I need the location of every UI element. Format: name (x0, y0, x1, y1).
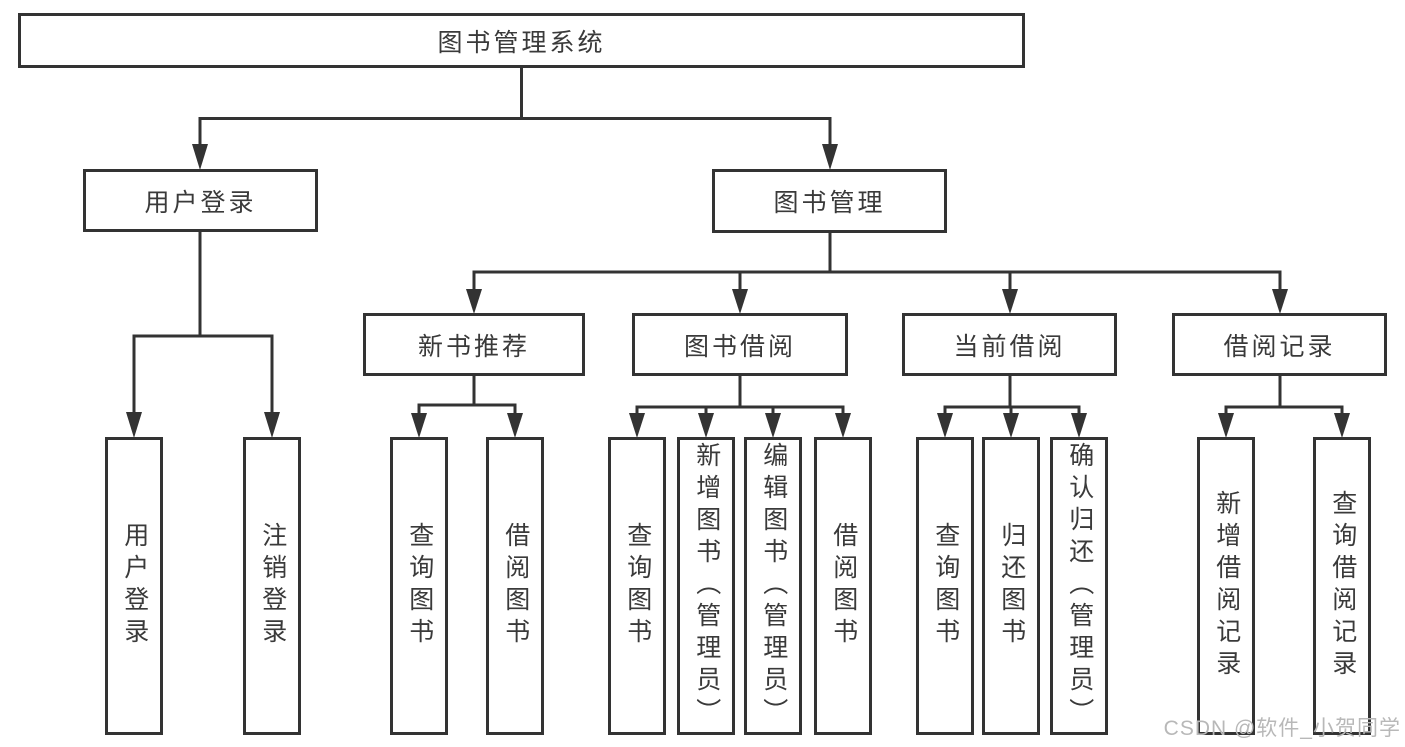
node-user-login-label: 用户登录 (144, 188, 257, 217)
leaf-edit-books-admin: 编辑图书（管理员） (744, 437, 802, 735)
node-new-book-recommendation-label: 新书推荐 (417, 332, 530, 361)
leaf-add-borrow-record: 新增借阅记录 (1197, 437, 1255, 735)
node-book-management: 图书管理 (712, 169, 947, 233)
node-book-borrowing: 图书借阅 (632, 313, 848, 376)
node-borrowing-records-label: 借阅记录 (1223, 332, 1336, 361)
leaf-return-books: 归还图书 (982, 437, 1040, 735)
leaf-query-books-current: 查询图书 (916, 437, 974, 735)
leaf-logout: 注销登录 (243, 437, 301, 735)
node-new-book-recommendation: 新书推荐 (363, 313, 585, 376)
leaf-query-borrow-record: 查询借阅记录 (1313, 437, 1371, 735)
leaf-confirm-return-admin-label: 确认归还（管理员） (1065, 442, 1094, 730)
leaf-borrow-books-borrowing-label: 借阅图书 (829, 522, 858, 650)
node-current-borrowing: 当前借阅 (902, 313, 1117, 376)
leaf-query-borrow-record-label: 查询借阅记录 (1328, 490, 1357, 682)
leaf-add-books-admin: 新增图书（管理员） (677, 437, 735, 735)
node-current-borrowing-label: 当前借阅 (953, 332, 1066, 361)
leaf-confirm-return-admin: 确认归还（管理员） (1050, 437, 1108, 735)
leaf-user-login: 用户登录 (105, 437, 163, 735)
leaf-query-books-borrowing-label: 查询图书 (623, 522, 652, 650)
leaf-borrow-books-recommend-label: 借阅图书 (501, 522, 530, 650)
leaf-borrow-books-borrowing: 借阅图书 (814, 437, 872, 735)
leaf-user-login-label: 用户登录 (120, 522, 149, 650)
leaf-add-borrow-record-label: 新增借阅记录 (1212, 490, 1241, 682)
leaf-edit-books-admin-label: 编辑图书（管理员） (759, 442, 788, 730)
leaf-query-books-recommend-label: 查询图书 (405, 522, 434, 650)
node-borrowing-records: 借阅记录 (1172, 313, 1387, 376)
leaf-borrow-books-recommend: 借阅图书 (486, 437, 544, 735)
node-library-management-system-label: 图书管理系统 (437, 28, 606, 57)
leaf-query-books-recommend: 查询图书 (390, 437, 448, 735)
leaf-query-books-borrowing: 查询图书 (608, 437, 666, 735)
node-library-management-system: 图书管理系统 (18, 13, 1025, 68)
node-book-management-label: 图书管理 (773, 189, 886, 217)
leaf-add-books-admin-label: 新增图书（管理员） (692, 442, 721, 730)
node-user-login: 用户登录 (83, 169, 318, 232)
watermark: CSDN @软件_小贺同学 (1163, 717, 1401, 740)
leaf-return-books-label: 归还图书 (997, 522, 1026, 650)
leaf-query-books-current-label: 查询图书 (931, 522, 960, 650)
leaf-logout-label: 注销登录 (258, 522, 287, 650)
node-book-borrowing-label: 图书借阅 (683, 332, 796, 361)
